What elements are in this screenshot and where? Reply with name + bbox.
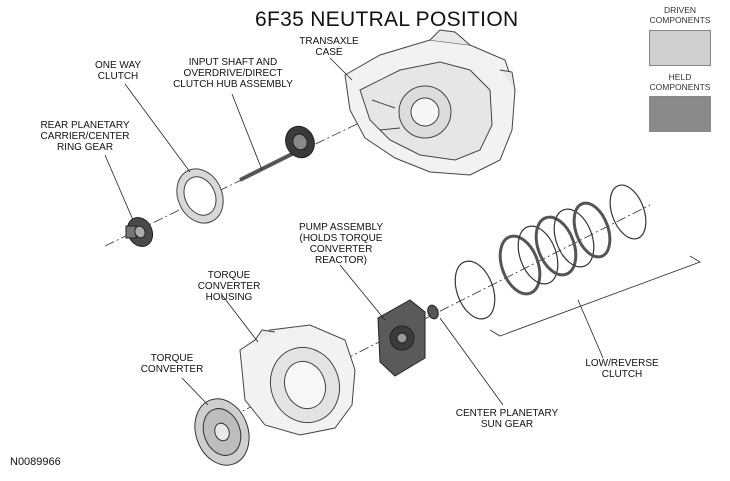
one-way-clutch-drawing: [176, 168, 224, 224]
label-line: CLUTCH HUB ASSEMBLY: [173, 79, 293, 90]
label-line: CLUTCH: [97, 71, 139, 82]
label-rear-planetary: REAR PLANETARY CARRIER/CENTER RING GEAR: [40, 120, 130, 153]
label-line: CASE: [315, 47, 343, 58]
label-line: RING GEAR: [56, 142, 114, 153]
label-line: CONVERTER: [309, 244, 373, 255]
pump-assembly-drawing: [377, 299, 426, 377]
label-line: TORQUE: [150, 353, 194, 364]
label-input-shaft: INPUT SHAFT AND OVERDRIVE/DIRECT CLUTCH …: [170, 57, 296, 90]
label-line: HOUSING: [205, 292, 253, 303]
label-transaxle-case: TRANSAXLE CASE: [294, 36, 364, 58]
transaxle-case-drawing: [344, 29, 516, 176]
label-line: CARRIER/CENTER: [40, 131, 130, 142]
label-line: TORQUE: [207, 270, 251, 281]
label-one-way-clutch: ONE WAY CLUTCH: [85, 60, 151, 82]
figure-id: N0089966: [10, 456, 61, 468]
legend-held-label: HELD COMPONENTS: [644, 72, 716, 92]
low-reverse-bracket: [489, 255, 702, 337]
label-line: REACTOR): [314, 255, 368, 266]
page-title: 6F35 NEUTRAL POSITION: [255, 8, 519, 31]
label-line: OVERDRIVE/DIRECT: [183, 68, 283, 79]
label-center-planetary: CENTER PLANETARY SUN GEAR: [452, 408, 562, 430]
label-pump-assembly: PUMP ASSEMBLY (HOLDS TORQUE CONVERTER RE…: [292, 222, 390, 266]
torque-converter-housing-drawing: [239, 324, 356, 436]
label-line: LOW/REVERSE: [585, 358, 659, 369]
label-line: CLUTCH: [601, 369, 643, 380]
input-shaft-drawing: [239, 125, 315, 182]
label-line: REAR PLANETARY: [40, 120, 130, 131]
label-line: CONVERTER: [197, 281, 261, 292]
legend-held-swatch: [649, 96, 711, 132]
label-line: CONVERTER: [140, 364, 204, 375]
label-line: INPUT SHAFT AND: [188, 57, 278, 68]
legend-driven-label: DRIVEN COMPONENTS: [644, 5, 716, 25]
label-line: CENTER PLANETARY: [455, 408, 559, 419]
label-torque-converter: TORQUE CONVERTER: [132, 353, 212, 375]
label-line: TRANSAXLE: [299, 36, 359, 47]
label-torque-converter-housing: TORQUE CONVERTER HOUSING: [192, 270, 266, 303]
legend-driven-line-2: COMPONENTS: [649, 14, 711, 25]
label-line: ONE WAY: [94, 60, 142, 71]
legend-held-line-2: COMPONENTS: [649, 81, 711, 92]
label-line: SUN GEAR: [480, 419, 534, 430]
label-line: (HOLDS TORQUE: [299, 233, 383, 244]
legend-driven-line-1: DRIVEN: [663, 5, 697, 15]
legend-driven-swatch: [649, 30, 711, 66]
label-low-reverse-clutch: LOW/REVERSE CLUTCH: [583, 358, 661, 380]
legend-held-line-1: HELD: [668, 72, 692, 82]
leader-lines: [104, 57, 604, 406]
label-line: PUMP ASSEMBLY: [298, 222, 384, 233]
low-reverse-clutch-drawing: [454, 184, 647, 320]
torque-converter-drawing: [194, 398, 250, 466]
rear-planetary-drawing: [125, 216, 154, 248]
center-planetary-drawing: [427, 304, 439, 320]
